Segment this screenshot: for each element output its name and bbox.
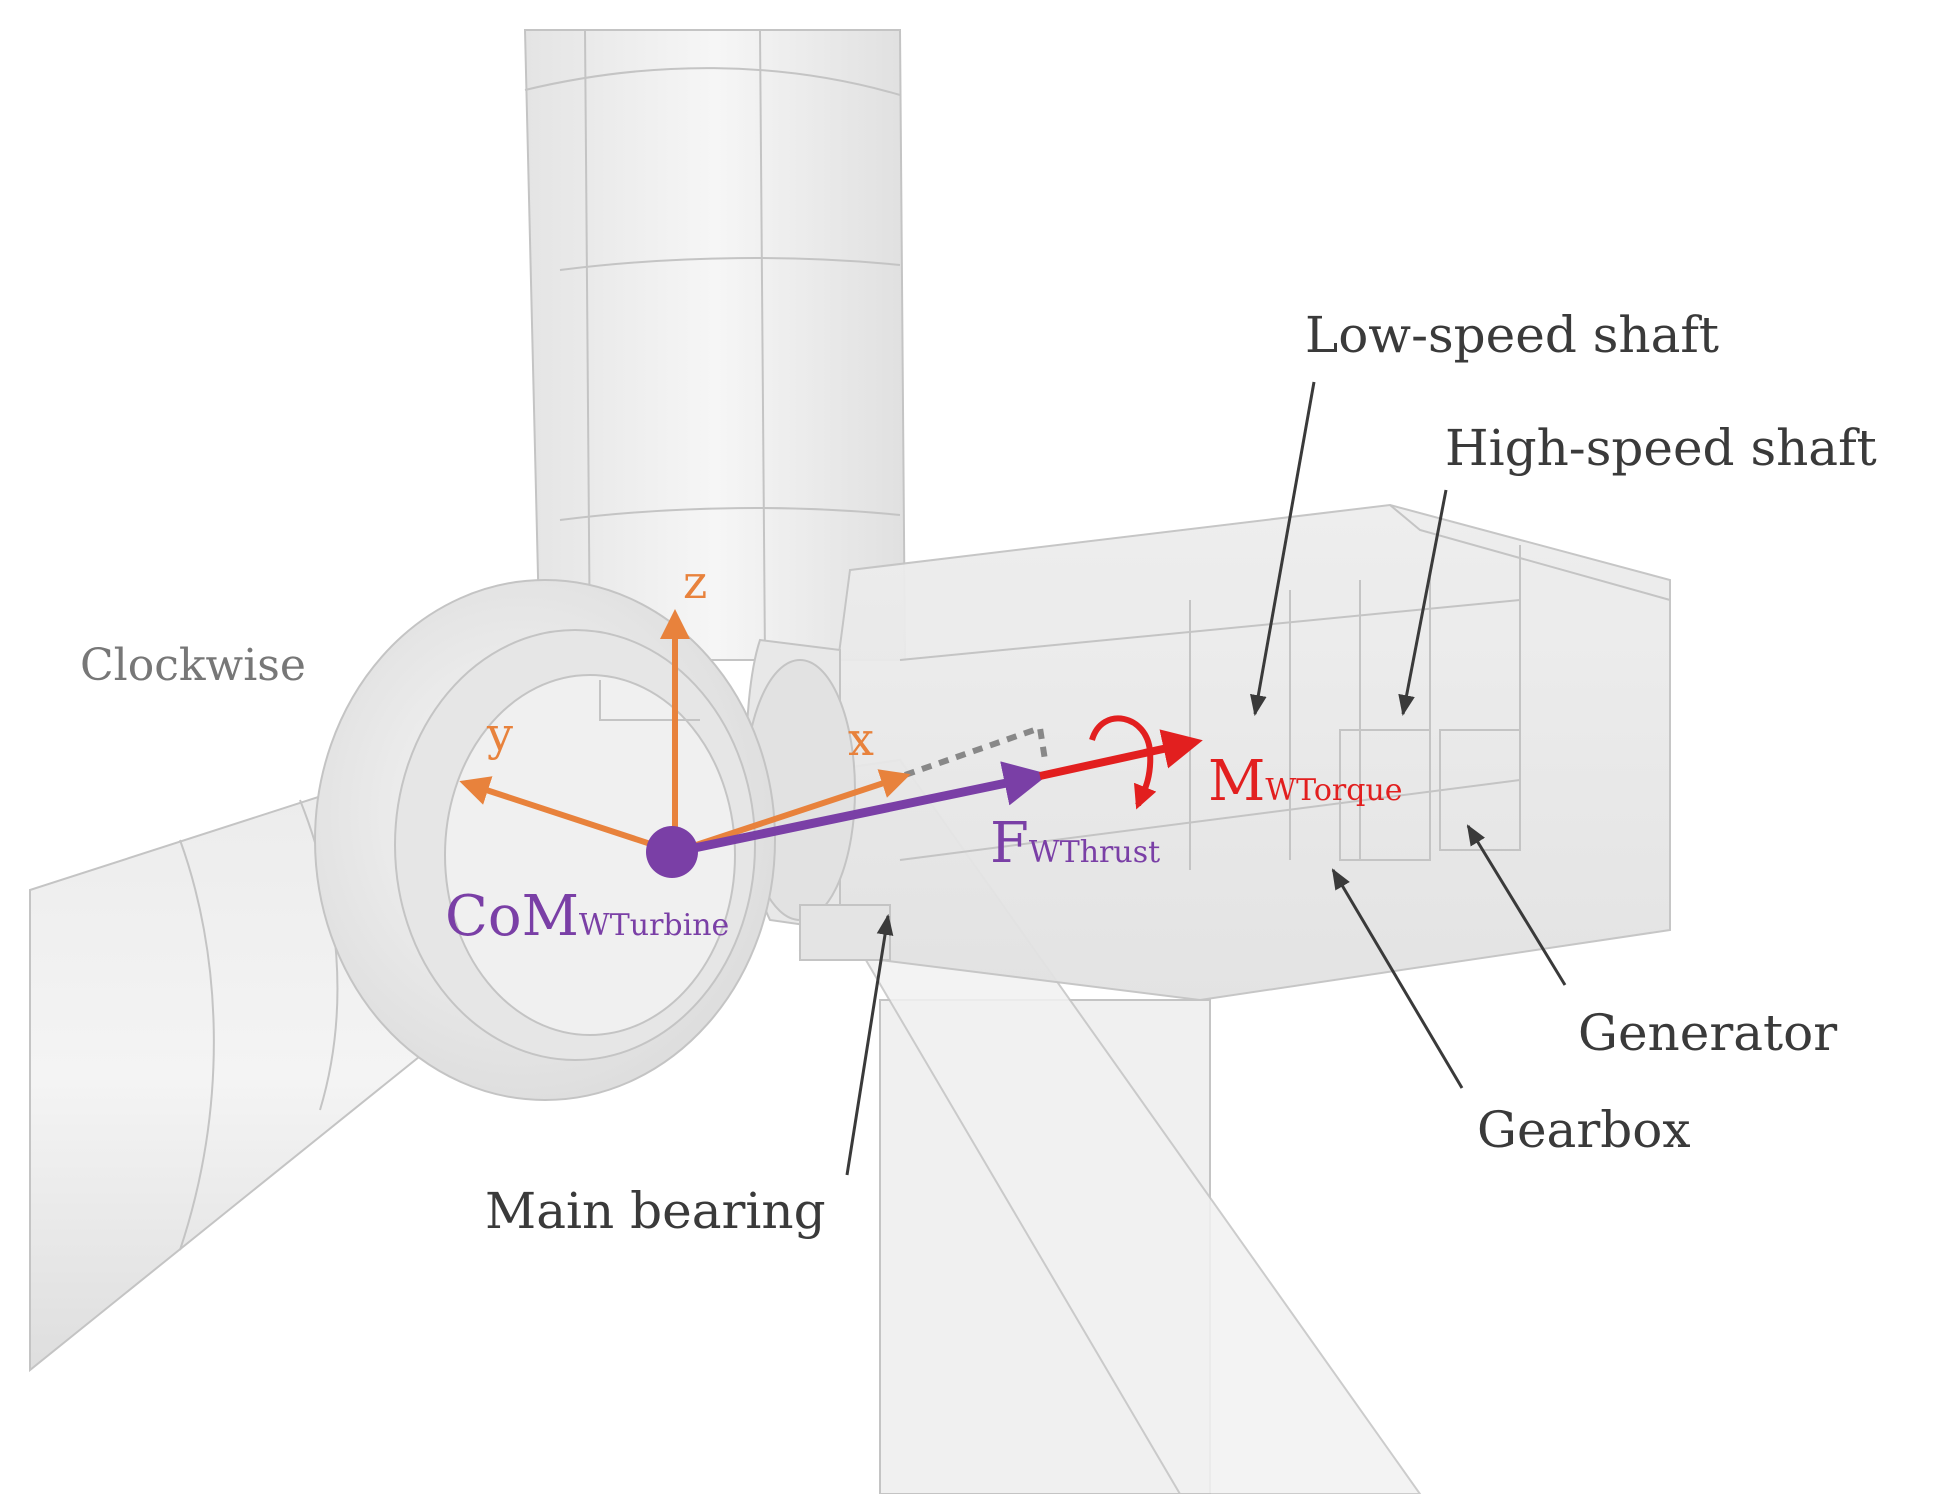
gearbox-leader: [1331, 868, 1464, 1089]
y-axis-arrow: [459, 776, 676, 855]
generator-label: Generator: [1578, 1004, 1837, 1062]
coordinate-axes: [459, 609, 911, 855]
com-label-main: CoM: [445, 884, 579, 949]
torque-label-main: M: [1208, 749, 1265, 814]
thrust-label: FWThrust: [990, 811, 1160, 876]
x-axis-label: x: [848, 712, 874, 766]
turbine-model: [29, 29, 1671, 1494]
gearbox-label: Gearbox: [1477, 1101, 1691, 1159]
main-bearing-label: Main bearing: [485, 1182, 826, 1240]
torque-vector-arrow: [1039, 729, 1203, 780]
low-speed-shaft-leader: [1250, 381, 1316, 717]
thrust-vector-arrow: [674, 761, 1049, 857]
y-axis-label: y: [486, 707, 513, 761]
shaft-axis-guide: [904, 723, 1048, 778]
torque-label-sub: WTorque: [1265, 773, 1402, 808]
clockwise-label: Clockwise: [80, 640, 306, 691]
main-bearing-leader: [845, 913, 894, 1176]
generator-leader: [1466, 824, 1567, 986]
low-speed-shaft-label: Low-speed shaft: [1305, 306, 1719, 364]
center-of-mass-dot: [646, 826, 698, 878]
torque-label: MWTorque: [1208, 749, 1403, 814]
torque-rotation-arrow: [1089, 715, 1157, 810]
com-label-sub: WTurbine: [579, 908, 729, 943]
blade-top: [523, 29, 907, 661]
com-label: CoMWTurbine: [445, 884, 729, 949]
thrust-label-main: F: [990, 811, 1029, 876]
high-speed-shaft-leader: [1398, 489, 1448, 717]
z-axis-label: z: [683, 555, 707, 609]
thrust-label-sub: WThrust: [1029, 835, 1160, 870]
high-speed-shaft-label: High-speed shaft: [1445, 419, 1877, 477]
x-axis-arrow: [674, 769, 911, 855]
